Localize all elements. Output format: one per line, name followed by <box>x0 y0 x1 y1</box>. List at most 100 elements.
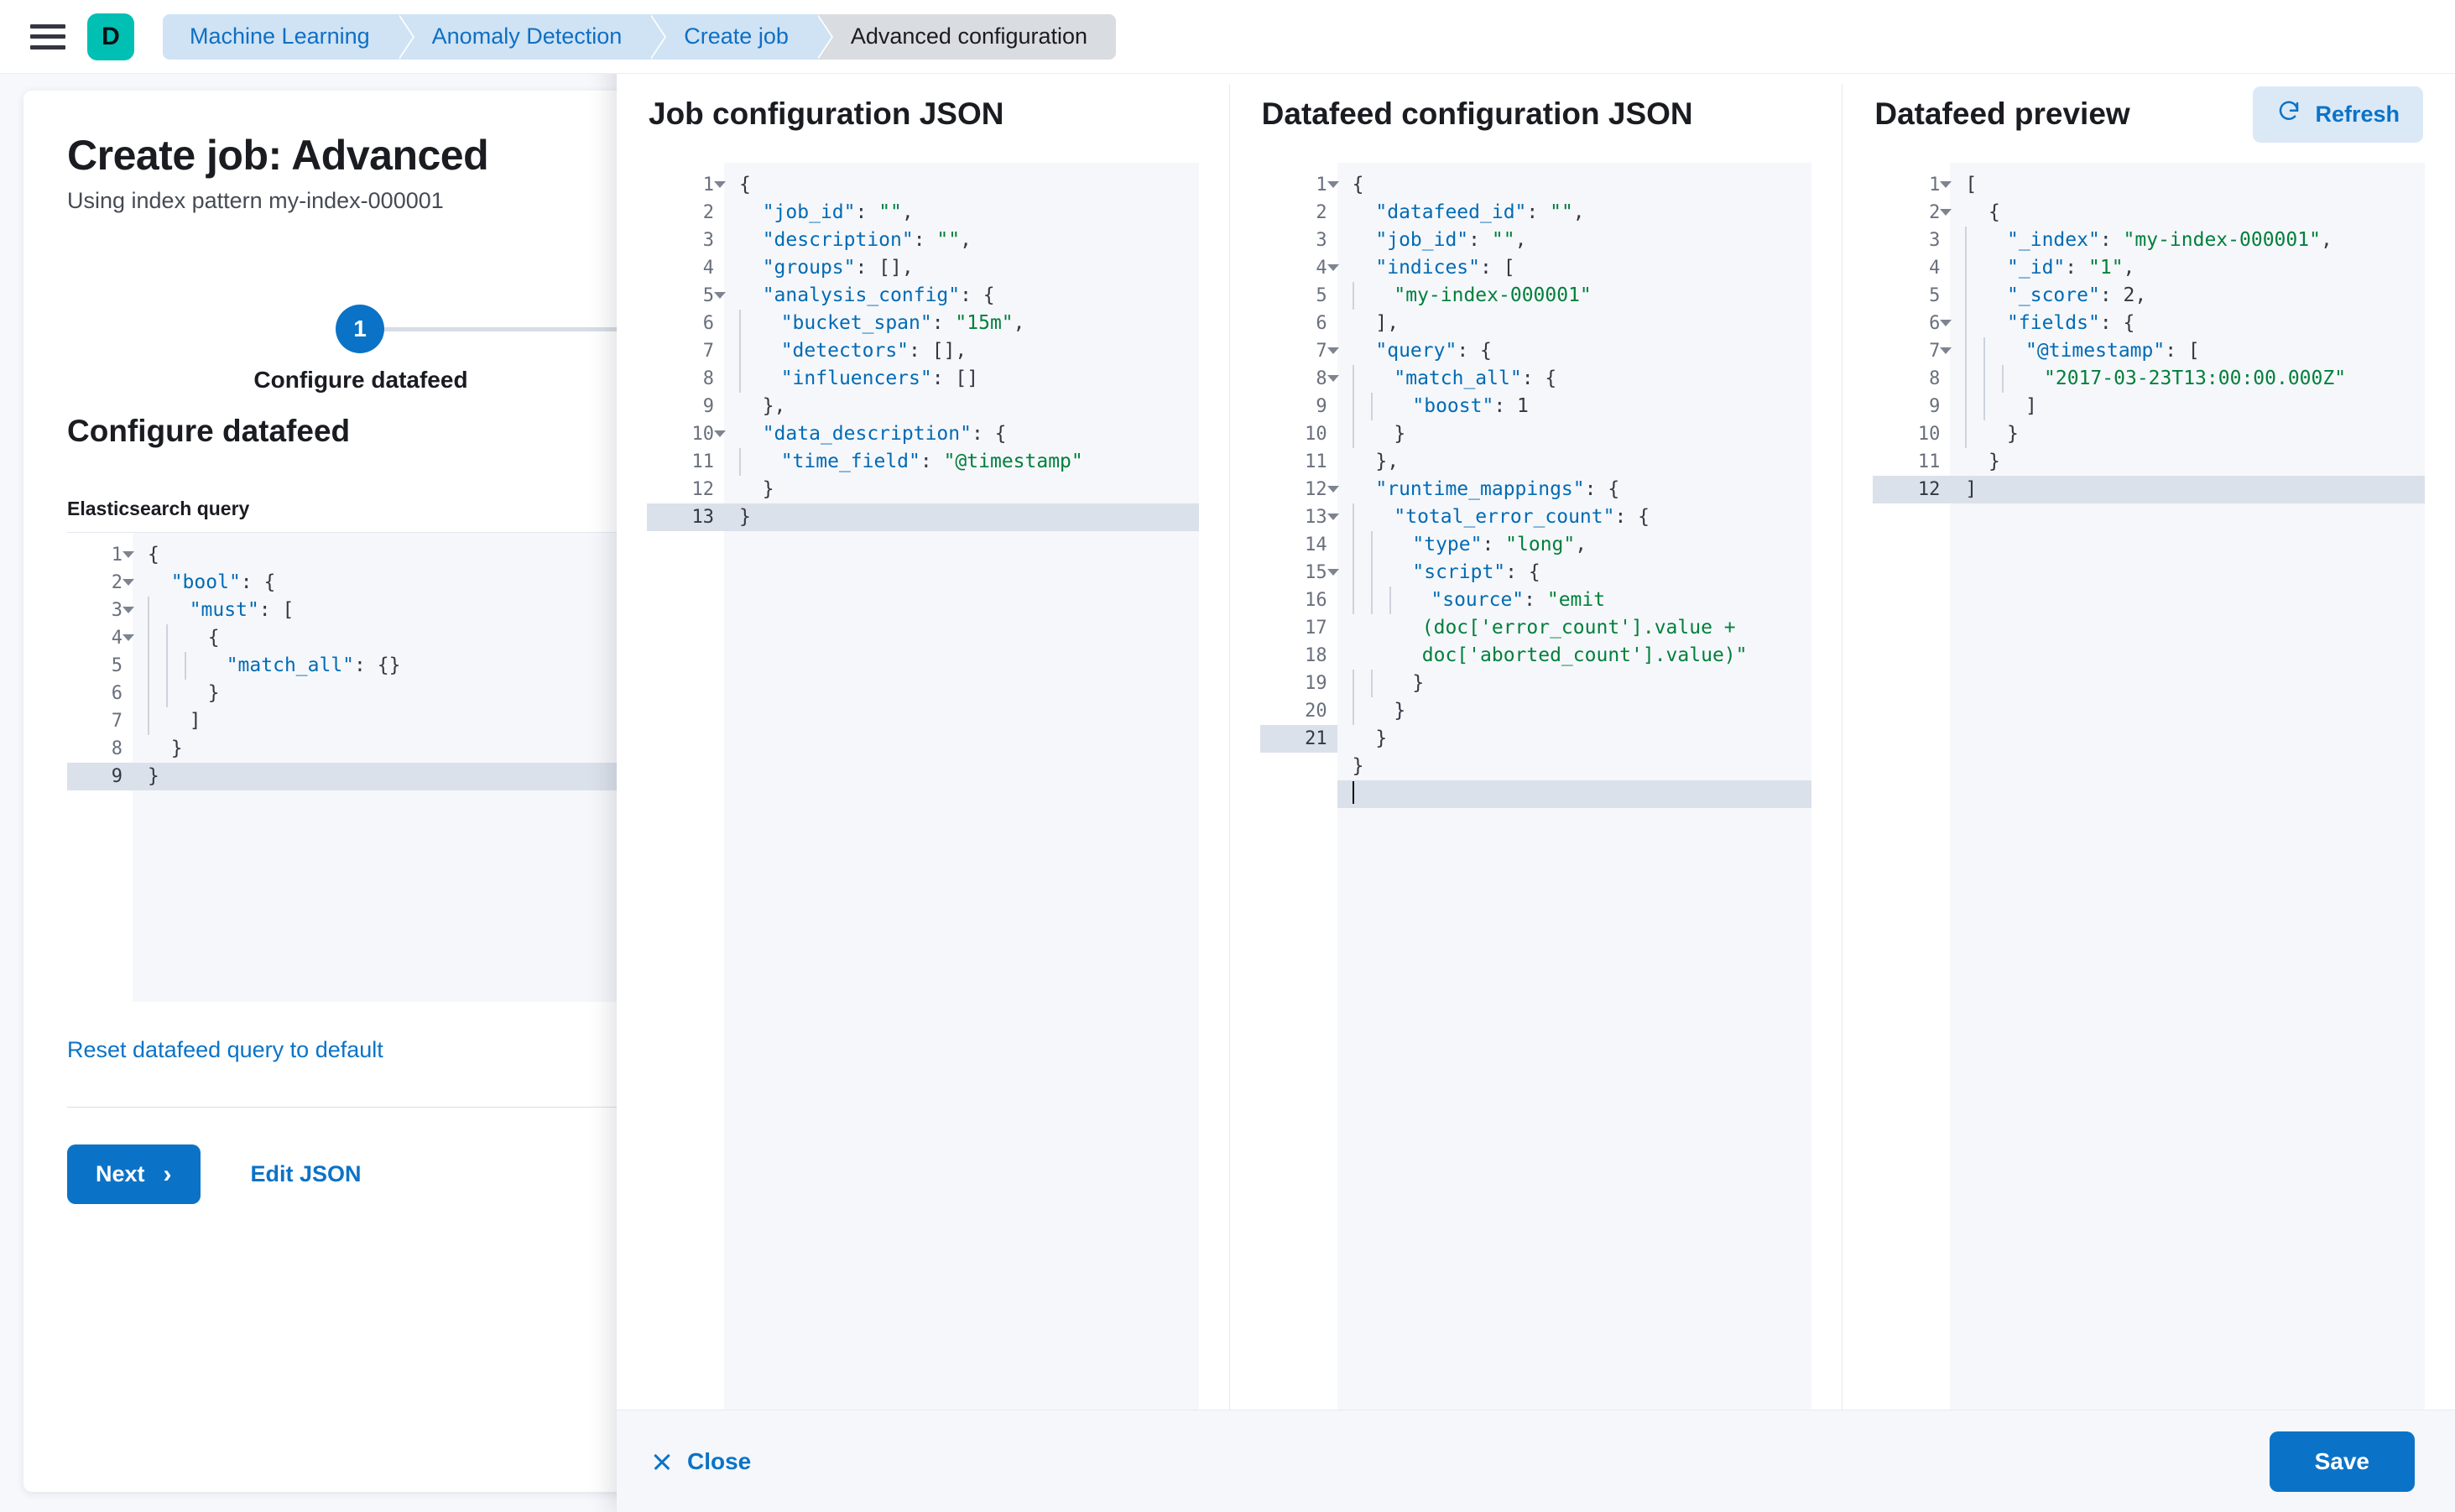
indent-guide <box>739 337 741 365</box>
code-token: "15m" <box>955 312 1014 334</box>
code-token: "groups" <box>762 257 856 279</box>
fold-arrow-icon[interactable] <box>122 579 134 586</box>
fold-arrow-icon[interactable] <box>1940 347 1952 354</box>
indent-guide <box>1352 697 1354 725</box>
editor-code-area[interactable]: [ { "_index": "my-index-000001", "_id": … <box>1950 163 2426 1410</box>
fold-arrow-icon[interactable] <box>1327 347 1339 354</box>
code-line-8: "match_all": { <box>1337 365 1812 393</box>
fold-arrow-icon[interactable] <box>1940 320 1952 326</box>
gutter-line-6: 6 <box>1873 310 1952 337</box>
code-token: , <box>2123 257 2135 279</box>
breadcrumb-item-label: Create job <box>684 23 789 49</box>
code-line-3: "job_id": "", <box>1337 227 1812 254</box>
gutter-line-5: 5 <box>647 282 726 310</box>
breadcrumb-item-2[interactable]: Create job <box>650 13 833 60</box>
gutter-line-4: 4 <box>67 624 134 652</box>
column-header: Job configuration JSON <box>617 84 1229 144</box>
code-token: "_index" <box>2007 229 2100 251</box>
code-token: (doc['error_count'].value + <box>1421 617 1736 639</box>
fold-arrow-icon[interactable] <box>1327 569 1339 576</box>
close-button[interactable]: Close <box>652 1448 751 1475</box>
next-button[interactable]: Next › <box>67 1144 201 1204</box>
section-title: Configure datafeed <box>67 414 351 448</box>
gutter-line-12: 12 <box>691 479 715 500</box>
refresh-button[interactable]: Refresh <box>2253 86 2424 143</box>
code-token: } <box>762 478 774 500</box>
code-token: : <box>1524 589 1547 611</box>
code-token: 1 <box>1517 395 1529 417</box>
code-line-7: "@timestamp": [ <box>1950 337 2425 365</box>
gutter-line-1: 1 <box>647 171 726 199</box>
gutter-line-6: 6 <box>702 313 714 334</box>
fold-arrow-icon[interactable] <box>1940 209 1952 216</box>
save-button[interactable]: Save <box>2269 1431 2415 1492</box>
stepper-step-1[interactable]: 1 <box>336 305 384 353</box>
gutter-line-1: 1 <box>67 541 134 569</box>
code-token: "my-index-000001" <box>2123 229 2321 251</box>
gutter-line-12: 12 <box>1873 476 1951 503</box>
page-subtitle: Using index pattern my-index-000001 <box>67 188 444 213</box>
gutter-line-4: 4 <box>702 258 714 279</box>
hamburger-menu-icon[interactable] <box>30 23 65 50</box>
indent-guide <box>1965 227 1968 254</box>
fold-arrow-icon[interactable] <box>714 430 726 437</box>
code-token: ] <box>2025 395 2037 417</box>
indent-guide <box>1965 365 1968 393</box>
code-line-12: ] <box>1950 476 2426 503</box>
text-cursor <box>1352 781 1354 804</box>
indent-guide <box>1352 587 1354 614</box>
gutter-line-14: 14 <box>1305 534 1327 555</box>
fold-arrow-icon[interactable] <box>122 607 134 613</box>
code-token: { <box>739 174 751 196</box>
fold-arrow-icon[interactable] <box>1327 514 1339 520</box>
indent-guide <box>1352 531 1354 559</box>
code-token: : { <box>960 284 995 306</box>
breadcrumb-item-0[interactable]: Machine Learning <box>163 13 414 60</box>
edit-json-button[interactable]: Edit JSON <box>250 1161 362 1186</box>
fold-arrow-icon[interactable] <box>714 292 726 299</box>
indent-guide <box>739 365 741 393</box>
fold-arrow-icon[interactable] <box>122 551 134 558</box>
code-line-7: "query": { <box>1337 337 1812 365</box>
code-token: "indices" <box>1375 257 1480 279</box>
page-title: Create job: Advanced <box>67 132 489 179</box>
gutter-line-12: 12 <box>1260 476 1339 503</box>
indent-guide <box>1370 587 1373 614</box>
editor-code-area[interactable]: { "job_id": "", "description": "", "grou… <box>724 163 1199 1410</box>
code-token: : [ <box>258 599 294 621</box>
fold-arrow-icon[interactable] <box>1327 486 1339 493</box>
gutter-line-9: 9 <box>1929 396 1941 417</box>
breadcrumb-item-1[interactable]: Anomaly Detection <box>398 13 667 60</box>
code-token: "1" <box>2088 257 2124 279</box>
code-token: { <box>1988 201 2000 223</box>
breadcrumb-item-3[interactable]: Advanced configuration <box>816 13 1117 60</box>
fold-arrow-icon[interactable] <box>1327 264 1339 271</box>
code-token: : <box>1482 534 1506 555</box>
fold-arrow-icon[interactable] <box>122 634 134 641</box>
fold-arrow-icon[interactable] <box>714 181 726 188</box>
editor-code-area[interactable]: { "datafeed_id": "", "job_id": "", "indi… <box>1337 163 1812 1410</box>
space-avatar[interactable]: D <box>87 13 134 60</box>
code-line-1: { <box>1337 171 1812 199</box>
reset-datafeed-query-link[interactable]: Reset datafeed query to default <box>67 1037 383 1062</box>
code-line-6: } <box>133 680 1232 707</box>
fold-arrow-icon[interactable] <box>1327 181 1339 188</box>
code-token: "runtime_mappings" <box>1375 478 1585 500</box>
code-token: : <box>2099 229 2124 251</box>
fold-arrow-icon[interactable] <box>1940 181 1952 188</box>
code-line-4: { <box>133 624 1232 652</box>
code-token: "@timestamp" <box>943 451 1083 472</box>
close-button-label: Close <box>687 1447 752 1474</box>
code-line-4: "_id": "1", <box>1950 254 2425 282</box>
code-line-6: "fields": { <box>1950 310 2425 337</box>
code-line-21 <box>1337 780 1812 808</box>
fold-arrow-icon[interactable] <box>1327 375 1339 382</box>
indent-guide <box>166 680 168 707</box>
code-token: ] <box>1965 478 1978 500</box>
